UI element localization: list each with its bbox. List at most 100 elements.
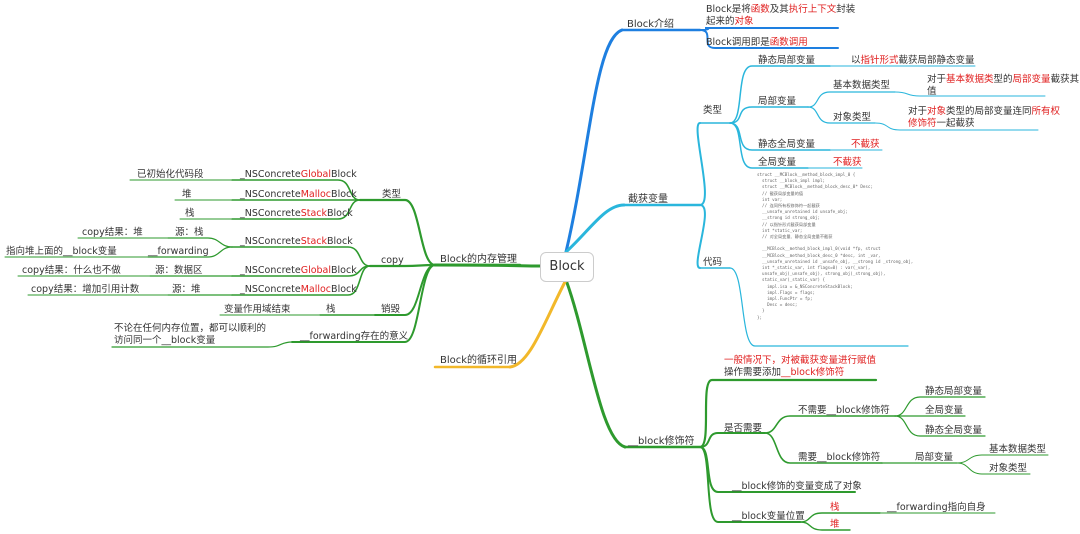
intro2-hl: 函数调用 [769, 37, 808, 48]
node-code[interactable]: 代码 [703, 257, 723, 268]
object-desc-pre: 对于 [908, 106, 928, 117]
node-static-global-variable[interactable]: 静态全局变量 [758, 139, 816, 150]
node-modifier-note-line1[interactable]: 一般情况下，对被截获变量进行赋值 [724, 355, 876, 366]
node-needed[interactable]: 需要__block修饰符 [798, 452, 881, 463]
copy-malloc-post: Block [331, 284, 357, 295]
node-object-type-desc-line2[interactable]: 修饰符一起截获 [908, 118, 975, 129]
node-global-desc[interactable]: 不截获 [833, 157, 862, 168]
node-destroy[interactable]: 销毁 [381, 304, 401, 315]
basic-desc-hl1: 基本数据类 [946, 74, 994, 85]
node-copy-global-block[interactable]: _NSConcreteGlobalBlock [240, 265, 357, 276]
node-intro-item1-line2[interactable]: 起来的对象 [706, 16, 754, 27]
node-copy-stack-forwarding-desc[interactable]: 指向堆上面的__block变量 [6, 246, 117, 257]
node-local-variable[interactable]: 局部变量 [758, 96, 797, 107]
node-destroy-desc[interactable]: 变量作用域结束 [224, 304, 291, 315]
node-not-needed-item-2[interactable]: 全局变量 [925, 405, 964, 416]
node-position-heap[interactable]: 堆 [830, 519, 840, 530]
intro1-line2-hl: 对象 [734, 16, 754, 27]
code-snippet: struct __MCBlock__method_block_impl_0 { … [757, 172, 914, 320]
node-static-local-variable[interactable]: 静态局部变量 [758, 55, 816, 66]
static-local-desc-pre: 以 [851, 55, 861, 66]
node-block-variable-position[interactable]: __block变量位置 [732, 511, 805, 522]
copy-stack-pre: _NSConcrete [240, 236, 301, 247]
object-desc-mid: 类型的局部变量连同 [946, 106, 1032, 117]
node-became-object[interactable]: __block修饰的变量变成了对象 [732, 481, 862, 492]
node-forwarding-meaning-desc-1[interactable]: 不论在任何内存位置，都可以顺利的 [114, 323, 267, 334]
basic-desc-pre: 对于 [927, 74, 947, 85]
copy-malloc-hl: Malloc [300, 284, 332, 295]
node-type-malloc-block[interactable]: _NSConcreteMallocBlock [240, 189, 357, 200]
node-static-local-desc[interactable]: 以指针形式截获局部静态变量 [851, 55, 975, 66]
node-basic-type-desc-line1[interactable]: 对于基本数据类型的局部变量截获其 [927, 74, 1079, 85]
node-position-stack-desc[interactable]: __forwarding指向自身 [887, 502, 986, 513]
basic-desc-post: 截获其 [1050, 74, 1080, 85]
node-type-global-desc[interactable]: 已初始化代码段 [137, 169, 204, 180]
node-copy-malloc-result[interactable]: copy结果：增加引用计数 [31, 284, 140, 295]
type-global-hl: Global [300, 169, 332, 180]
node-modifier-note-line2[interactable]: 操作需要添加__block修饰符 [724, 367, 844, 378]
node-static-global-desc[interactable]: 不截获 [851, 139, 880, 150]
type-malloc-pre: _NSConcrete [240, 189, 301, 200]
node-needed-local-variable[interactable]: 局部变量 [915, 452, 954, 463]
node-capture-variables[interactable]: 截获变量 [628, 194, 668, 205]
type-global-post: Block [331, 169, 357, 180]
node-not-needed-item-1[interactable]: 静态局部变量 [925, 386, 983, 397]
intro1-mid: 及其 [769, 4, 789, 15]
node-copy-malloc-source[interactable]: 源：堆 [172, 284, 201, 295]
node-forwarding-meaning[interactable]: __forwarding存在的意义 [300, 331, 409, 342]
static-local-desc-hl: 指针形式 [860, 55, 899, 66]
node-object-type[interactable]: 对象类型 [833, 112, 872, 123]
node-type-stack-block[interactable]: _NSConcreteStackBlock [240, 208, 353, 219]
node-destroy-stack[interactable]: 栈 [326, 304, 336, 315]
node-type-global-block[interactable]: _NSConcreteGlobalBlock [240, 169, 357, 180]
node-needed-item-2[interactable]: 对象类型 [989, 463, 1028, 474]
node-copy-stack-forwarding[interactable]: __forwarding [148, 246, 209, 257]
node-forwarding-meaning-desc-2[interactable]: 访问同一个__block变量 [114, 335, 216, 346]
node-not-needed-item-3[interactable]: 静态全局变量 [925, 425, 983, 436]
node-needed-item-1[interactable]: 基本数据类型 [989, 444, 1047, 455]
node-basic-type-desc-line2[interactable]: 值 [927, 86, 937, 97]
node-retain-cycle[interactable]: Block的循环引用 [440, 355, 518, 366]
node-copy-stack-block[interactable]: _NSConcreteStackBlock [240, 236, 353, 247]
copy-malloc-pre: _NSConcrete [240, 284, 301, 295]
node-not-needed[interactable]: 不需要__block修饰符 [798, 405, 890, 416]
node-intro-item2[interactable]: Block调用即是函数调用 [706, 37, 808, 48]
node-position-stack[interactable]: 栈 [830, 502, 840, 513]
node-capture-type[interactable]: 类型 [703, 105, 723, 116]
modifier-note-line2-hl: __block修饰符 [781, 367, 845, 378]
type-stack-pre: _NSConcrete [240, 208, 301, 219]
intro1-hl1: 函数 [750, 4, 770, 15]
type-stack-post: Block [327, 208, 353, 219]
type-malloc-post: Block [331, 189, 357, 200]
object-desc-hl1: 对象 [927, 106, 947, 117]
node-memory-type[interactable]: 类型 [382, 189, 402, 200]
node-type-malloc-desc[interactable]: 堆 [182, 189, 192, 200]
intro1-post: 封装 [836, 4, 856, 15]
node-basic-data-type[interactable]: 基本数据类型 [833, 80, 891, 91]
node-copy-global-result[interactable]: copy结果：什么也不做 [22, 265, 121, 276]
node-block-modifier[interactable]: __block修饰符 [628, 436, 695, 447]
node-object-type-desc-line1[interactable]: 对于对象类型的局部变量连同所有权 [908, 106, 1060, 117]
copy-stack-hl: Stack [300, 236, 328, 247]
intro1-pre: Block是将 [706, 4, 751, 15]
type-stack-hl: Stack [300, 208, 328, 219]
node-copy-malloc-block[interactable]: _NSConcreteMallocBlock [240, 284, 357, 295]
copy-global-hl: Global [300, 265, 332, 276]
modifier-note-line1-pre: 一般情况下，对被截获变量进行 [724, 355, 858, 366]
node-type-stack-desc[interactable]: 栈 [185, 208, 195, 219]
node-intro-item1-line1[interactable]: Block是将函数及其执行上下文封装 [706, 4, 855, 15]
copy-global-pre: _NSConcrete [240, 265, 301, 276]
intro2-pre: Block调用即是 [706, 37, 770, 48]
root-node[interactable]: Block [540, 252, 594, 282]
node-copy-stack-source[interactable]: 源：栈 [175, 227, 204, 238]
type-malloc-hl: Malloc [300, 189, 332, 200]
node-memory-management[interactable]: Block的内存管理 [440, 254, 518, 265]
node-block-intro[interactable]: Block介绍 [627, 19, 675, 30]
node-copy-global-source[interactable]: 源：数据区 [155, 265, 203, 276]
node-global-variable[interactable]: 全局变量 [758, 157, 797, 168]
node-copy-stack-result[interactable]: copy结果：堆 [82, 227, 143, 238]
node-copy[interactable]: copy [381, 255, 404, 266]
node-whether-needed[interactable]: 是否需要 [724, 423, 763, 434]
